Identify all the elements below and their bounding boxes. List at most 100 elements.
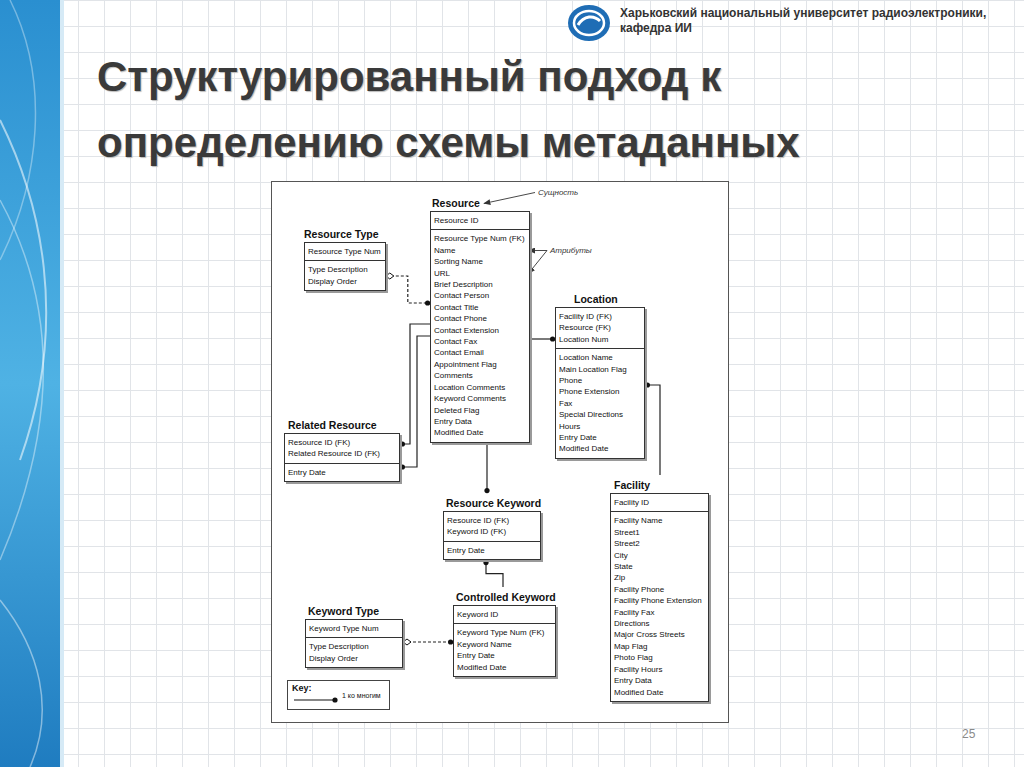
entity: Related ResourceResource ID (FK)Related … (284, 415, 400, 482)
key-section: Resource ID (431, 212, 529, 230)
entity-name: Location (574, 293, 618, 306)
attribute: Fax (559, 398, 640, 409)
attribute: Appointment Flag (434, 359, 525, 370)
attribute: Facility Phone (614, 584, 704, 595)
entity: Keyword TypeKeyword Type NumType Descrip… (305, 601, 403, 668)
key-attribute: Resource Type Num (308, 246, 381, 257)
attribute-section: Keyword Type Num (FK)Keyword NameEntry D… (454, 624, 555, 676)
attribute: Photo Flag (614, 652, 704, 663)
entity-box: Facility ID (FK)Resource (FK)Location Nu… (555, 307, 645, 459)
attribute: Directions (614, 618, 704, 629)
entity: Resource KeywordResource ID (FK)Keyword … (443, 493, 541, 560)
attribute: Map Flag (614, 641, 704, 652)
attribute: Keyword Comments (434, 393, 525, 404)
key-section: Facility ID (611, 494, 708, 512)
attribute-annotation: Атрибуты (549, 246, 593, 255)
legend-title: Key: (292, 683, 312, 693)
attribute: Location Name (559, 352, 640, 363)
relationship-line (486, 443, 487, 493)
attribute: Entry Data (434, 416, 525, 427)
relationship-line (403, 641, 453, 642)
entity-name: Related Resource (288, 419, 377, 432)
entity-box: Resource Type NumType DescriptionDisplay… (304, 242, 386, 291)
attribute: Contact Email (434, 347, 525, 358)
attribute: Display Order (309, 653, 398, 664)
key-attribute: Facility ID (614, 497, 704, 508)
attribute: Major Cross Streets (614, 629, 704, 640)
attribute: Display Order (308, 276, 381, 287)
attribute: Entry Date (447, 545, 536, 556)
attribute: Contact Title (434, 302, 525, 313)
attribute: Phone Extension (559, 386, 640, 397)
attribute: Contact Fax (434, 336, 525, 347)
attribute: Entry Date (457, 650, 551, 661)
key-attribute: Keyword ID (FK) (447, 526, 536, 537)
attribute: Keyword Type Num (FK) (457, 627, 551, 638)
header-text: Харьковский национальный университет рад… (620, 6, 1012, 36)
attribute: Entry Date (559, 432, 640, 443)
annotation-leader (529, 250, 547, 251)
key-section: Keyword Type Num (306, 620, 402, 638)
slide-title: Структурированный подход к определению с… (97, 44, 947, 176)
attribute: Facility Name (614, 515, 704, 526)
entity-box: Resource ID (FK)Keyword ID (FK) Entry Dat… (443, 511, 541, 560)
attribute: Facility Phone Extension (614, 595, 704, 606)
attribute: Entry Data (614, 675, 704, 686)
attribute: Modified Date (434, 427, 525, 438)
attribute: Entry Date (288, 467, 395, 478)
attribute: Special Directions (559, 409, 640, 420)
annotation-leader (484, 193, 535, 204)
legend-text: 1 ко многим (342, 692, 381, 699)
attribute: Modified Date (457, 662, 551, 673)
entity: ResourceResource IDResource Type Num (FK… (430, 193, 530, 443)
attribute: Street2 (614, 538, 704, 549)
attribute: Keyword Name (457, 639, 551, 650)
entity: FacilityFacility ID Facility NameStreet1S… (610, 475, 709, 702)
entity-annotation: Сущность (537, 188, 579, 197)
key-attribute: Related Resource ID (FK) (288, 448, 395, 459)
entity: Resource TypeResource Type NumType Descr… (304, 224, 386, 291)
attribute: Location Comments (434, 382, 525, 393)
entity: Controlled KeywordKeyword IDKeyword Type… (453, 587, 556, 677)
university-logo (566, 3, 612, 43)
annotation-leader (529, 251, 547, 274)
entity-box: Resource IDResource Type Num (FK)NameSor… (430, 211, 530, 443)
key-section: Keyword ID (454, 606, 555, 624)
entity-box: Resource ID (FK)Related Resource ID (FK)… (284, 433, 400, 482)
attribute-section: Type DescriptionDisplay Order (306, 638, 402, 667)
key-attribute: Keyword ID (457, 609, 551, 620)
key-section: Resource ID (FK)Keyword ID (FK) (444, 512, 540, 542)
entity-name: Resource Type (304, 228, 379, 241)
attribute: Contact Person (434, 290, 525, 301)
relationship-line (400, 324, 430, 444)
attribute: Modified Date (559, 443, 640, 454)
attribute-section: Entry Date (285, 464, 399, 481)
entity: LocationFacility ID (FK)Resource (FK)Loc… (555, 289, 645, 459)
side-band (0, 0, 70, 767)
entity-name: Keyword Type (308, 605, 379, 618)
entity-name: Facility (614, 479, 650, 492)
key-attribute: Keyword Type Num (309, 623, 398, 634)
entity-name: Resource Keyword (446, 497, 541, 510)
attribute-section: Facility NameStreet1Street2CityStateZipF… (611, 512, 708, 701)
attribute: Type Description (309, 641, 398, 652)
attribute: State (614, 561, 704, 572)
attribute: Modified Date (614, 687, 704, 698)
entity-box: Keyword ID Keyword Type Num (FK)Keyword N… (453, 605, 556, 677)
relationship-line (645, 385, 660, 475)
attribute: Resource Type Num (FK) (434, 233, 525, 244)
key-section: Resource ID (FK)Related Resource ID (FK) (285, 434, 399, 464)
attribute: Deleted Flag (434, 405, 525, 416)
attribute: Facility Fax (614, 607, 704, 618)
attribute: Sorting Name (434, 256, 525, 267)
attribute: Hours (559, 421, 640, 432)
attribute: URL (434, 268, 525, 279)
attribute-section: Resource Type Num (FK)NameSorting NameUR… (431, 230, 529, 441)
relationship-line (530, 338, 556, 339)
key-attribute: Resource ID (FK) (288, 437, 395, 448)
attribute: Main Location Flag (559, 364, 640, 375)
attribute: Type Description (308, 264, 381, 275)
key-section: Facility ID (FK)Resource (FK)Location Nu… (556, 308, 644, 349)
attribute: Contact Phone (434, 313, 525, 324)
attribute-section: Type DescriptionDisplay Order (305, 261, 385, 290)
